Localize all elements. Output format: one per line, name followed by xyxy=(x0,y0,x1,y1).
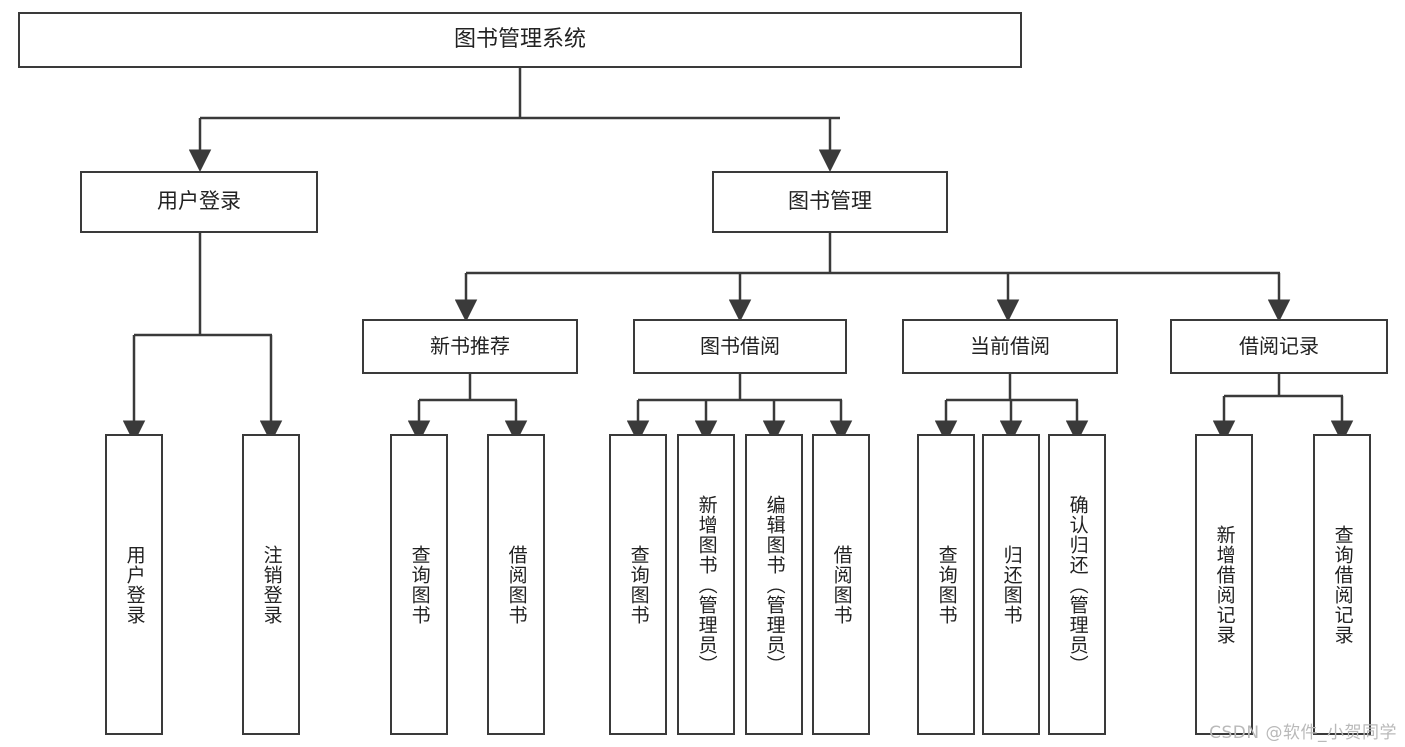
node-label: 新书推荐 xyxy=(430,334,510,359)
watermark-text: CSDN @软件_小贺同学 xyxy=(1209,723,1397,743)
leaf-logout-login[interactable]: 注销登录 xyxy=(242,434,300,735)
node-label: 查询图书 xyxy=(935,544,958,625)
node-label: 编辑图书（管理员） xyxy=(763,494,786,675)
node-current-borrow[interactable]: 当前借阅 xyxy=(902,319,1118,374)
node-label: 借阅记录 xyxy=(1239,334,1319,359)
leaf-borrow-book-borrow[interactable]: 借阅图书 xyxy=(812,434,870,735)
leaf-edit-book-admin[interactable]: 编辑图书（管理员） xyxy=(745,434,803,735)
node-label: 归还图书 xyxy=(1000,544,1023,625)
node-label: 当前借阅 xyxy=(970,334,1050,359)
node-user-login[interactable]: 用户登录 xyxy=(80,171,318,233)
node-label: 查询图书 xyxy=(627,544,650,625)
node-label: 借阅图书 xyxy=(505,544,528,625)
node-new-book-recommend[interactable]: 新书推荐 xyxy=(362,319,578,374)
leaf-query-book-newbook[interactable]: 查询图书 xyxy=(390,434,448,735)
node-label: 用户登录 xyxy=(157,189,241,214)
leaf-user-login[interactable]: 用户登录 xyxy=(105,434,163,735)
node-label: 借阅图书 xyxy=(830,544,853,625)
leaf-query-borrow-record[interactable]: 查询借阅记录 xyxy=(1313,434,1371,735)
node-label: 新增借阅记录 xyxy=(1213,524,1236,645)
leaf-add-borrow-record[interactable]: 新增借阅记录 xyxy=(1195,434,1253,735)
node-label: 注销登录 xyxy=(260,544,283,625)
node-label: 查询图书 xyxy=(408,544,431,625)
leaf-add-book-admin[interactable]: 新增图书（管理员） xyxy=(677,434,735,735)
leaf-return-book[interactable]: 归还图书 xyxy=(982,434,1040,735)
node-label: 新增图书（管理员） xyxy=(695,494,718,675)
node-label: 图书管理系统 xyxy=(453,26,586,52)
node-label: 查询借阅记录 xyxy=(1331,524,1354,645)
leaf-query-book-current[interactable]: 查询图书 xyxy=(917,434,975,735)
node-label: 确认归还（管理员） xyxy=(1066,494,1089,675)
node-label: 图书借阅 xyxy=(700,334,780,359)
node-label: 用户登录 xyxy=(123,544,146,625)
node-book-management[interactable]: 图书管理 xyxy=(712,171,948,233)
node-label: 图书管理 xyxy=(788,189,872,214)
leaf-confirm-return-admin[interactable]: 确认归还（管理员） xyxy=(1048,434,1106,735)
leaf-query-book-borrow[interactable]: 查询图书 xyxy=(609,434,667,735)
node-borrow-record[interactable]: 借阅记录 xyxy=(1170,319,1388,374)
node-root-book-management-system[interactable]: 图书管理系统 xyxy=(18,12,1022,68)
leaf-borrow-book-newbook[interactable]: 借阅图书 xyxy=(487,434,545,735)
node-book-borrow[interactable]: 图书借阅 xyxy=(633,319,847,374)
